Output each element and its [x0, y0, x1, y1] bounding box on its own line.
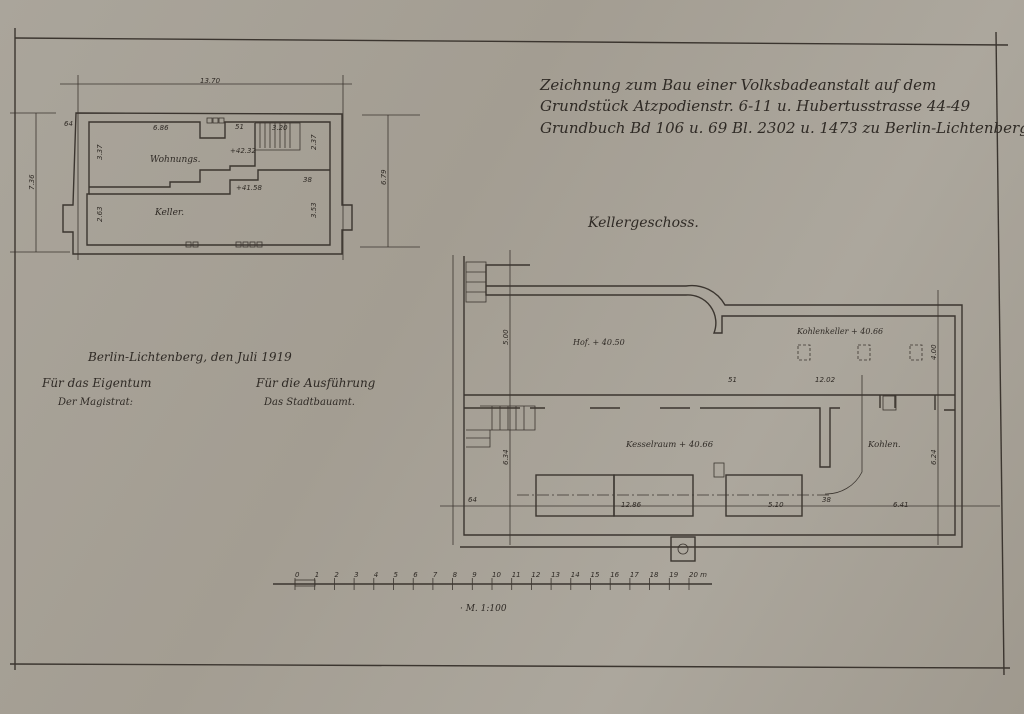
stair-main — [465, 261, 536, 448]
dimension-label: 6.41 — [893, 501, 909, 509]
scale-tick-label: 16 — [610, 571, 619, 579]
title-block: Zeichnung zum Bau einer Volksbadeanstalt… — [539, 76, 1024, 231]
scale-tick-label: 10 — [492, 571, 501, 579]
scale-tick-label: 12 — [531, 571, 540, 579]
scale-tick-label: 8 — [453, 571, 458, 579]
scale-tick-label: 11 — [512, 571, 521, 579]
scale-tick-label: 15 — [591, 571, 600, 579]
dimension-label: 5.00 — [502, 329, 510, 345]
title-line-1: Zeichnung zum Bau einer Volksbadeanstalt… — [539, 76, 936, 94]
boilers — [517, 462, 830, 517]
scale-tick-label: 4 — [374, 571, 378, 579]
room-label-kesselraum: Kesselraum + 40.66 — [625, 440, 714, 450]
dimension-label: 3.53 — [310, 202, 318, 218]
dimension-label: 5.10 — [768, 501, 784, 509]
dimension-label: +41.58 — [236, 184, 262, 192]
stair-small — [259, 123, 291, 148]
chimney — [670, 536, 696, 562]
scale-label: · M. 1:100 — [460, 604, 507, 614]
dimension-label: 6.24 — [930, 449, 938, 465]
dimension-label: +42.32 — [230, 147, 256, 155]
title-line-3: Grundbuch Bd 106 u. 69 Bl. 2302 u. 1473 … — [540, 119, 1024, 137]
scale-tick-label: 13 — [551, 571, 560, 579]
scale-tick-label: 18 — [650, 571, 659, 579]
sheet-border — [9, 28, 1011, 676]
dimension-label: 3.20 — [272, 124, 288, 132]
dimension-label: 38 — [822, 496, 831, 504]
scale-tick-label: 3 — [354, 571, 358, 579]
scale-tick-label: 19 — [669, 571, 678, 579]
dimension-label: 51 — [235, 123, 244, 131]
dimension-label: 2.37 — [310, 134, 318, 150]
dimension-label: 2.63 — [96, 206, 104, 222]
dimension-label: 7.36 — [28, 174, 36, 190]
place-date: Berlin-Lichtenberg, den Juli 1919 — [87, 350, 292, 364]
dimension-label: 12.02 — [815, 376, 836, 384]
scale-tick-label: 20 m — [689, 571, 707, 579]
dimension-label: 13.70 — [200, 77, 221, 85]
room-label-hof: Hof. + 40.50 — [572, 338, 625, 347]
plan-title: Kellergeschoss. — [587, 215, 699, 231]
scale-tick-label: 1 — [315, 571, 319, 579]
scale-tick-label: 7 — [433, 571, 438, 579]
execution-label: Für die Ausführung — [255, 376, 376, 390]
main-floor-plan: Hof. + 40.50 Kohlenkeller + 40.66 Kessel… — [440, 250, 1000, 562]
scale-tick-label: 17 — [630, 571, 639, 579]
execution-name: Das Stadtbauamt. — [263, 397, 355, 408]
room-label: Wohnungs. — [150, 155, 201, 165]
dimension-label: 6.79 — [380, 169, 388, 185]
dimension-label: 64 — [64, 120, 73, 128]
dimension-label: 51 — [728, 376, 737, 384]
small-floor-plan: Wohnungs. Keller. 13.70 7.36 6.79 6.86 3… — [10, 75, 420, 260]
dimension-label: 4.00 — [930, 344, 938, 360]
dimension-label: 6.86 — [153, 124, 169, 132]
scale-tick-label: 2 — [334, 571, 339, 579]
scale-tick-label: 0 — [295, 571, 300, 579]
owner-label: Für das Eigentum — [41, 376, 151, 390]
title-line-2: Grundstück Atzpodienstr. 6-11 u. Hubertu… — [540, 97, 971, 115]
scale-tick-label: 9 — [472, 571, 477, 579]
scale-tick-label: 5 — [394, 571, 399, 579]
dimension-label: 3.37 — [96, 144, 104, 160]
owner-name: Der Magistrat: — [57, 397, 133, 408]
room-label-kohlen: Kohlen. — [867, 440, 901, 450]
dimension-label: 12.86 — [621, 501, 642, 509]
room-label-kohlenkeller: Kohlenkeller + 40.66 — [796, 327, 883, 336]
signature-block: Berlin-Lichtenberg, den Juli 1919 Für da… — [41, 350, 376, 408]
dimension-label: 64 — [468, 496, 477, 504]
room-label: Keller. — [154, 208, 184, 218]
scale-tick-label: 6 — [413, 571, 418, 579]
dimension-label: 6.34 — [502, 449, 510, 465]
scale-tick-label: 14 — [571, 571, 580, 579]
dimension-label: 38 — [303, 176, 312, 184]
